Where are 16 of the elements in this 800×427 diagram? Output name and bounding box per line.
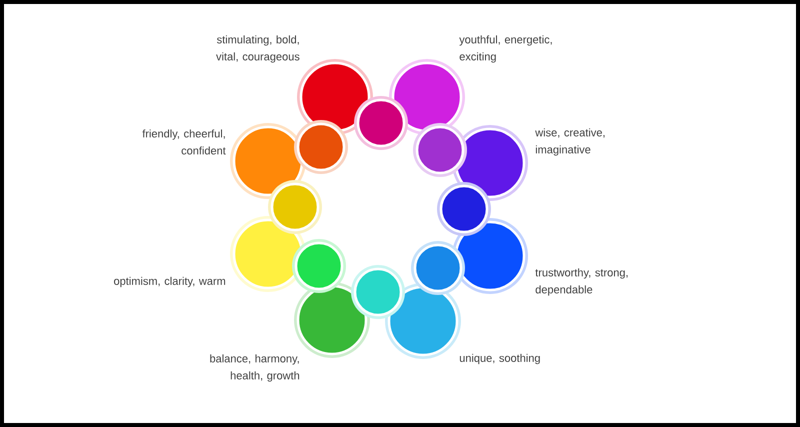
color-circle xyxy=(351,265,405,319)
caption-text: friendly, cheerful, confident xyxy=(142,129,226,155)
color-circle xyxy=(294,120,348,174)
caption-text: trustworthy, strong, dependable xyxy=(535,268,628,296)
color-circle xyxy=(437,182,491,236)
caption-text: youthful, energetic, exciting xyxy=(459,35,552,63)
color-circle xyxy=(413,123,467,177)
caption-text: unique, soothing xyxy=(460,354,540,364)
color-circle xyxy=(268,180,322,234)
caption-text: stimulating, bold, vital, courageous xyxy=(216,35,300,63)
color-circle xyxy=(411,241,465,295)
color-circle xyxy=(292,239,346,293)
caption-text: optimism, clarity, warm xyxy=(114,276,226,288)
caption-text: wise, creative, imaginative xyxy=(535,128,604,156)
color-circle xyxy=(354,96,408,150)
caption-text: balance, harmony, health, growth xyxy=(210,354,300,382)
